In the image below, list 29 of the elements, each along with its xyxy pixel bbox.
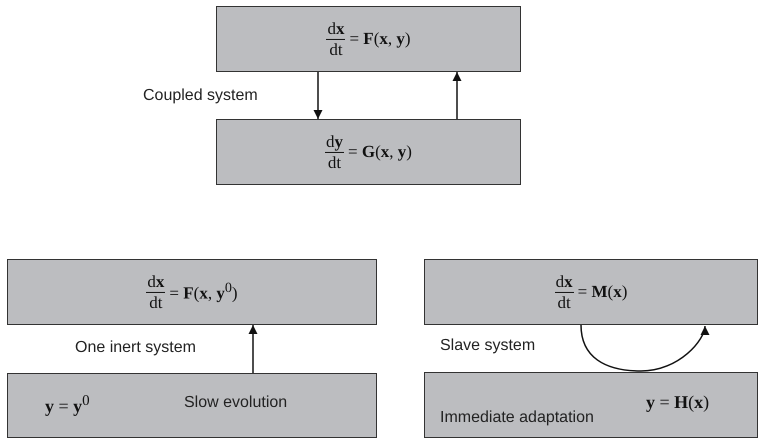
fraction-denominator: dt <box>329 40 343 60</box>
equation-text: = F(x, y$^{0}$) <box>169 280 238 304</box>
equation-text: = M(x) <box>578 282 628 302</box>
process-box <box>216 6 521 72</box>
equation-text: y = y$^{0}$ <box>45 393 90 417</box>
arrow <box>452 72 462 119</box>
equation-text: = F(x, y) <box>349 29 411 49</box>
process-box <box>424 259 758 325</box>
process-box <box>7 373 377 438</box>
fraction-numerator: dx <box>554 272 574 292</box>
equation-text: = G(x, y) <box>348 142 412 162</box>
text-label: Slave system <box>440 337 536 355</box>
text-label: Coupled system <box>143 87 258 105</box>
process-box <box>424 372 758 438</box>
fraction-denominator: dt <box>328 152 342 172</box>
process-box <box>7 259 377 325</box>
text-label: One inert system <box>75 339 196 357</box>
fraction-denominator: dt <box>558 292 571 312</box>
node-text: Slow evolution <box>184 394 288 412</box>
node-text: Immediate adaptation <box>440 409 594 427</box>
arrow <box>640 326 708 372</box>
arrow <box>314 72 322 119</box>
process-box <box>216 119 521 185</box>
fraction-numerator: dx <box>326 18 346 40</box>
equation-text: y = H(x) <box>646 392 710 413</box>
fraction-numerator: dy <box>325 132 344 152</box>
arrow <box>248 325 258 373</box>
fraction-denominator: dt <box>149 292 163 312</box>
fraction-numerator: dx <box>146 272 166 292</box>
